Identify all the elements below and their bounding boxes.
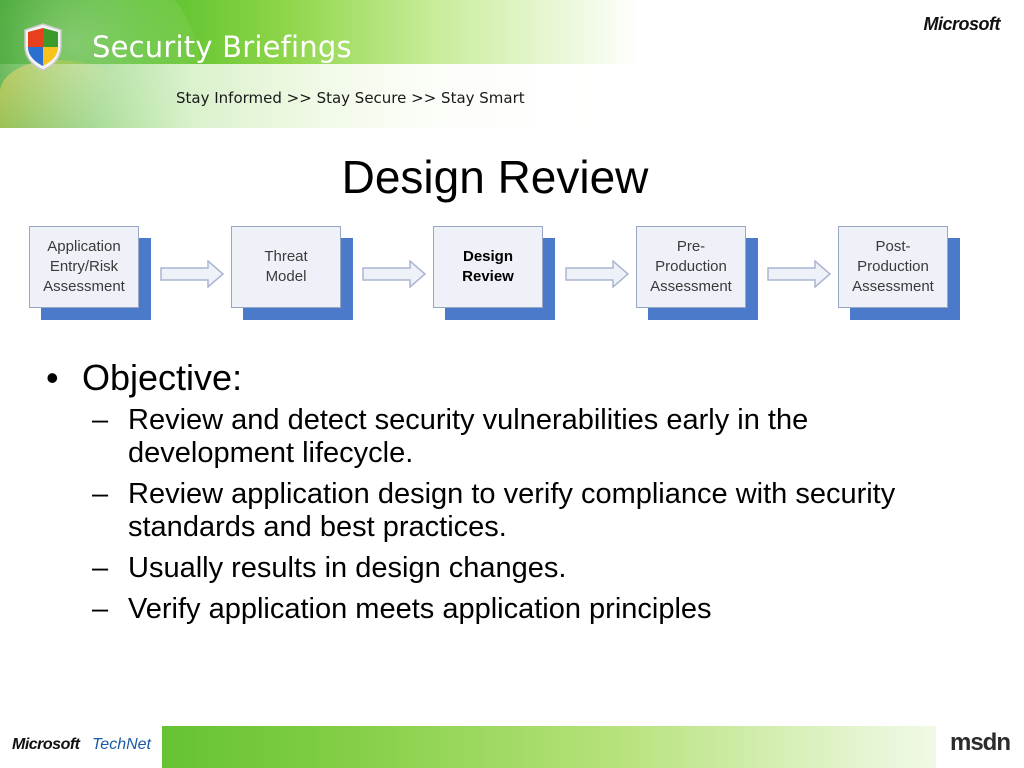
technet-logo: Microsoft TechNet xyxy=(0,726,162,768)
header-subtitle-band xyxy=(0,64,640,128)
microsoft-logo: Microsoft xyxy=(923,14,1001,34)
sub-bullet-text: Verify application meets application pri… xyxy=(128,593,712,625)
flow-step-pre-production: Pre- Production Assessment xyxy=(636,226,758,320)
right-arrow-icon xyxy=(565,260,629,288)
bullet-text: Objective: xyxy=(82,357,243,398)
step-label: Post- Production Assessment xyxy=(838,226,948,308)
bullet-list: • Objective: – Review and detect securit… xyxy=(46,356,966,634)
flow-step-threat-model: Threat Model xyxy=(231,226,353,320)
brand-title: Security Briefings xyxy=(92,30,352,64)
bullet-objective: • Objective: xyxy=(46,356,966,400)
right-arrow-icon xyxy=(160,260,224,288)
msdn-wordmark: msdn xyxy=(949,729,1011,756)
sub-bullet-text: Review and detect security vulnerabiliti… xyxy=(128,404,809,469)
dash-glyph: – xyxy=(92,404,109,436)
flow-step-design-review: Design Review xyxy=(433,226,555,320)
dash-glyph: – xyxy=(92,478,109,510)
sub-bullet: – Review and detect security vulnerabili… xyxy=(92,404,966,470)
dash-glyph: – xyxy=(92,552,109,584)
sub-bullet-text: Review application design to verify comp… xyxy=(128,478,896,543)
right-arrow-icon xyxy=(362,260,426,288)
microsoft-logo: Microsoft xyxy=(12,736,80,753)
right-arrow-icon xyxy=(767,260,831,288)
step-label: Application Entry/Risk Assessment xyxy=(29,226,139,308)
process-flow: Application Entry/Risk Assessment Threat… xyxy=(0,226,1024,326)
dash-glyph: – xyxy=(92,593,109,625)
footer-gradient xyxy=(0,726,1024,768)
sub-bullet-text: Usually results in design changes. xyxy=(128,552,567,584)
footer-bar: Microsoft TechNet msdn xyxy=(0,726,1024,768)
windows-shield-icon xyxy=(24,23,62,71)
sub-bullet: – Usually results in design changes. xyxy=(92,552,966,585)
technet-wordmark: TechNet xyxy=(92,736,151,753)
bullet-glyph: • xyxy=(46,357,59,398)
flow-step-post-production: Post- Production Assessment xyxy=(838,226,960,320)
msdn-logo: msdn xyxy=(936,726,1024,768)
sub-bullet-list: – Review and detect security vulnerabili… xyxy=(92,404,966,626)
step-label-current: Design Review xyxy=(433,226,543,308)
slide-title: Design Review xyxy=(341,151,649,203)
brand-tagline: Stay Informed >> Stay Secure >> Stay Sma… xyxy=(176,89,525,107)
sub-bullet: – Review application design to verify co… xyxy=(92,478,966,544)
flow-step-application-entry: Application Entry/Risk Assessment xyxy=(29,226,151,320)
step-label: Pre- Production Assessment xyxy=(636,226,746,308)
header-banner: Security Briefings Stay Informed >> Stay… xyxy=(0,0,1024,128)
sub-bullet: – Verify application meets application p… xyxy=(92,593,966,626)
step-label: Threat Model xyxy=(231,226,341,308)
